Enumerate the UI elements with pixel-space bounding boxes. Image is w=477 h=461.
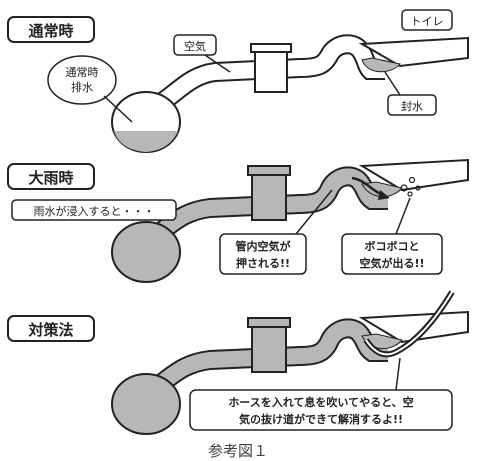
solution-label-1: ホースを入れて息を吹いてやると、空: [228, 395, 413, 409]
section-solution: 対策法 ホースを入れて息を吹いてやると、空 気の抜け道ができて解消するよ!!: [7, 290, 469, 435]
vent-stack: [254, 47, 288, 93]
normal-drain-label-2: 排水: [71, 80, 93, 94]
rain-label: 雨水が浸入すると・・・: [34, 204, 155, 218]
figure-caption: 参考図１: [208, 442, 268, 460]
bubble-label-2: 空気が出る!!: [359, 256, 424, 270]
pushed-label-box: [219, 233, 307, 275]
toilet-bowl: [358, 36, 469, 68]
manhole: [111, 373, 181, 435]
air-label: 空気: [184, 39, 206, 53]
pushed-label-1: 管内空気が: [236, 239, 291, 253]
solution-label-2: 気の抜け道ができて解消するよ!!: [239, 412, 403, 426]
vent-cap: [250, 43, 292, 53]
normal-drain-label-1: 通常時: [66, 66, 99, 79]
normal-drain-bubble: [47, 55, 117, 105]
seal-water-label-box: [387, 94, 437, 116]
toilet-bowl: [358, 158, 469, 192]
vent-stack: [251, 323, 287, 373]
pushed-label-2: 押される!!: [236, 256, 290, 270]
vent-cap: [247, 165, 291, 176]
bubble-label-1: ボコボコと: [365, 239, 420, 253]
rain-label-box: [11, 199, 177, 221]
vent-cap: [247, 317, 291, 328]
section-title-box: [7, 315, 95, 342]
section-title: 大雨時: [28, 169, 73, 187]
manhole: [111, 221, 181, 283]
seal-water-label: 封水: [401, 99, 423, 113]
section-title: 対策法: [27, 321, 73, 339]
toilet-label: トイレ: [411, 15, 444, 28]
air-label-box: [173, 34, 217, 56]
toilet-label-box: [401, 9, 453, 31]
toilet-bowl: [358, 310, 469, 344]
section-title-box: [7, 163, 95, 190]
bubble-icon: [408, 176, 416, 184]
bubble-label-box: [341, 233, 443, 275]
section-normal: 通常時 空気 トイレ 通常時 排水 封水: [7, 9, 469, 153]
section-heavy-rain: 大雨時 雨水が浸入すると・・・ 管内空気が 押される!! ボコボコと 空気が出る…: [7, 158, 469, 283]
vent-stack: [251, 171, 287, 221]
section-title: 通常時: [28, 22, 73, 40]
section-title-box: [7, 16, 95, 43]
bubble-icon: [407, 191, 413, 197]
bubble-icon: [400, 184, 408, 192]
seal-water: [361, 57, 401, 73]
drain-water: [114, 131, 178, 152]
bubble-icon: [415, 185, 421, 191]
solution-label-box: [189, 389, 453, 431]
